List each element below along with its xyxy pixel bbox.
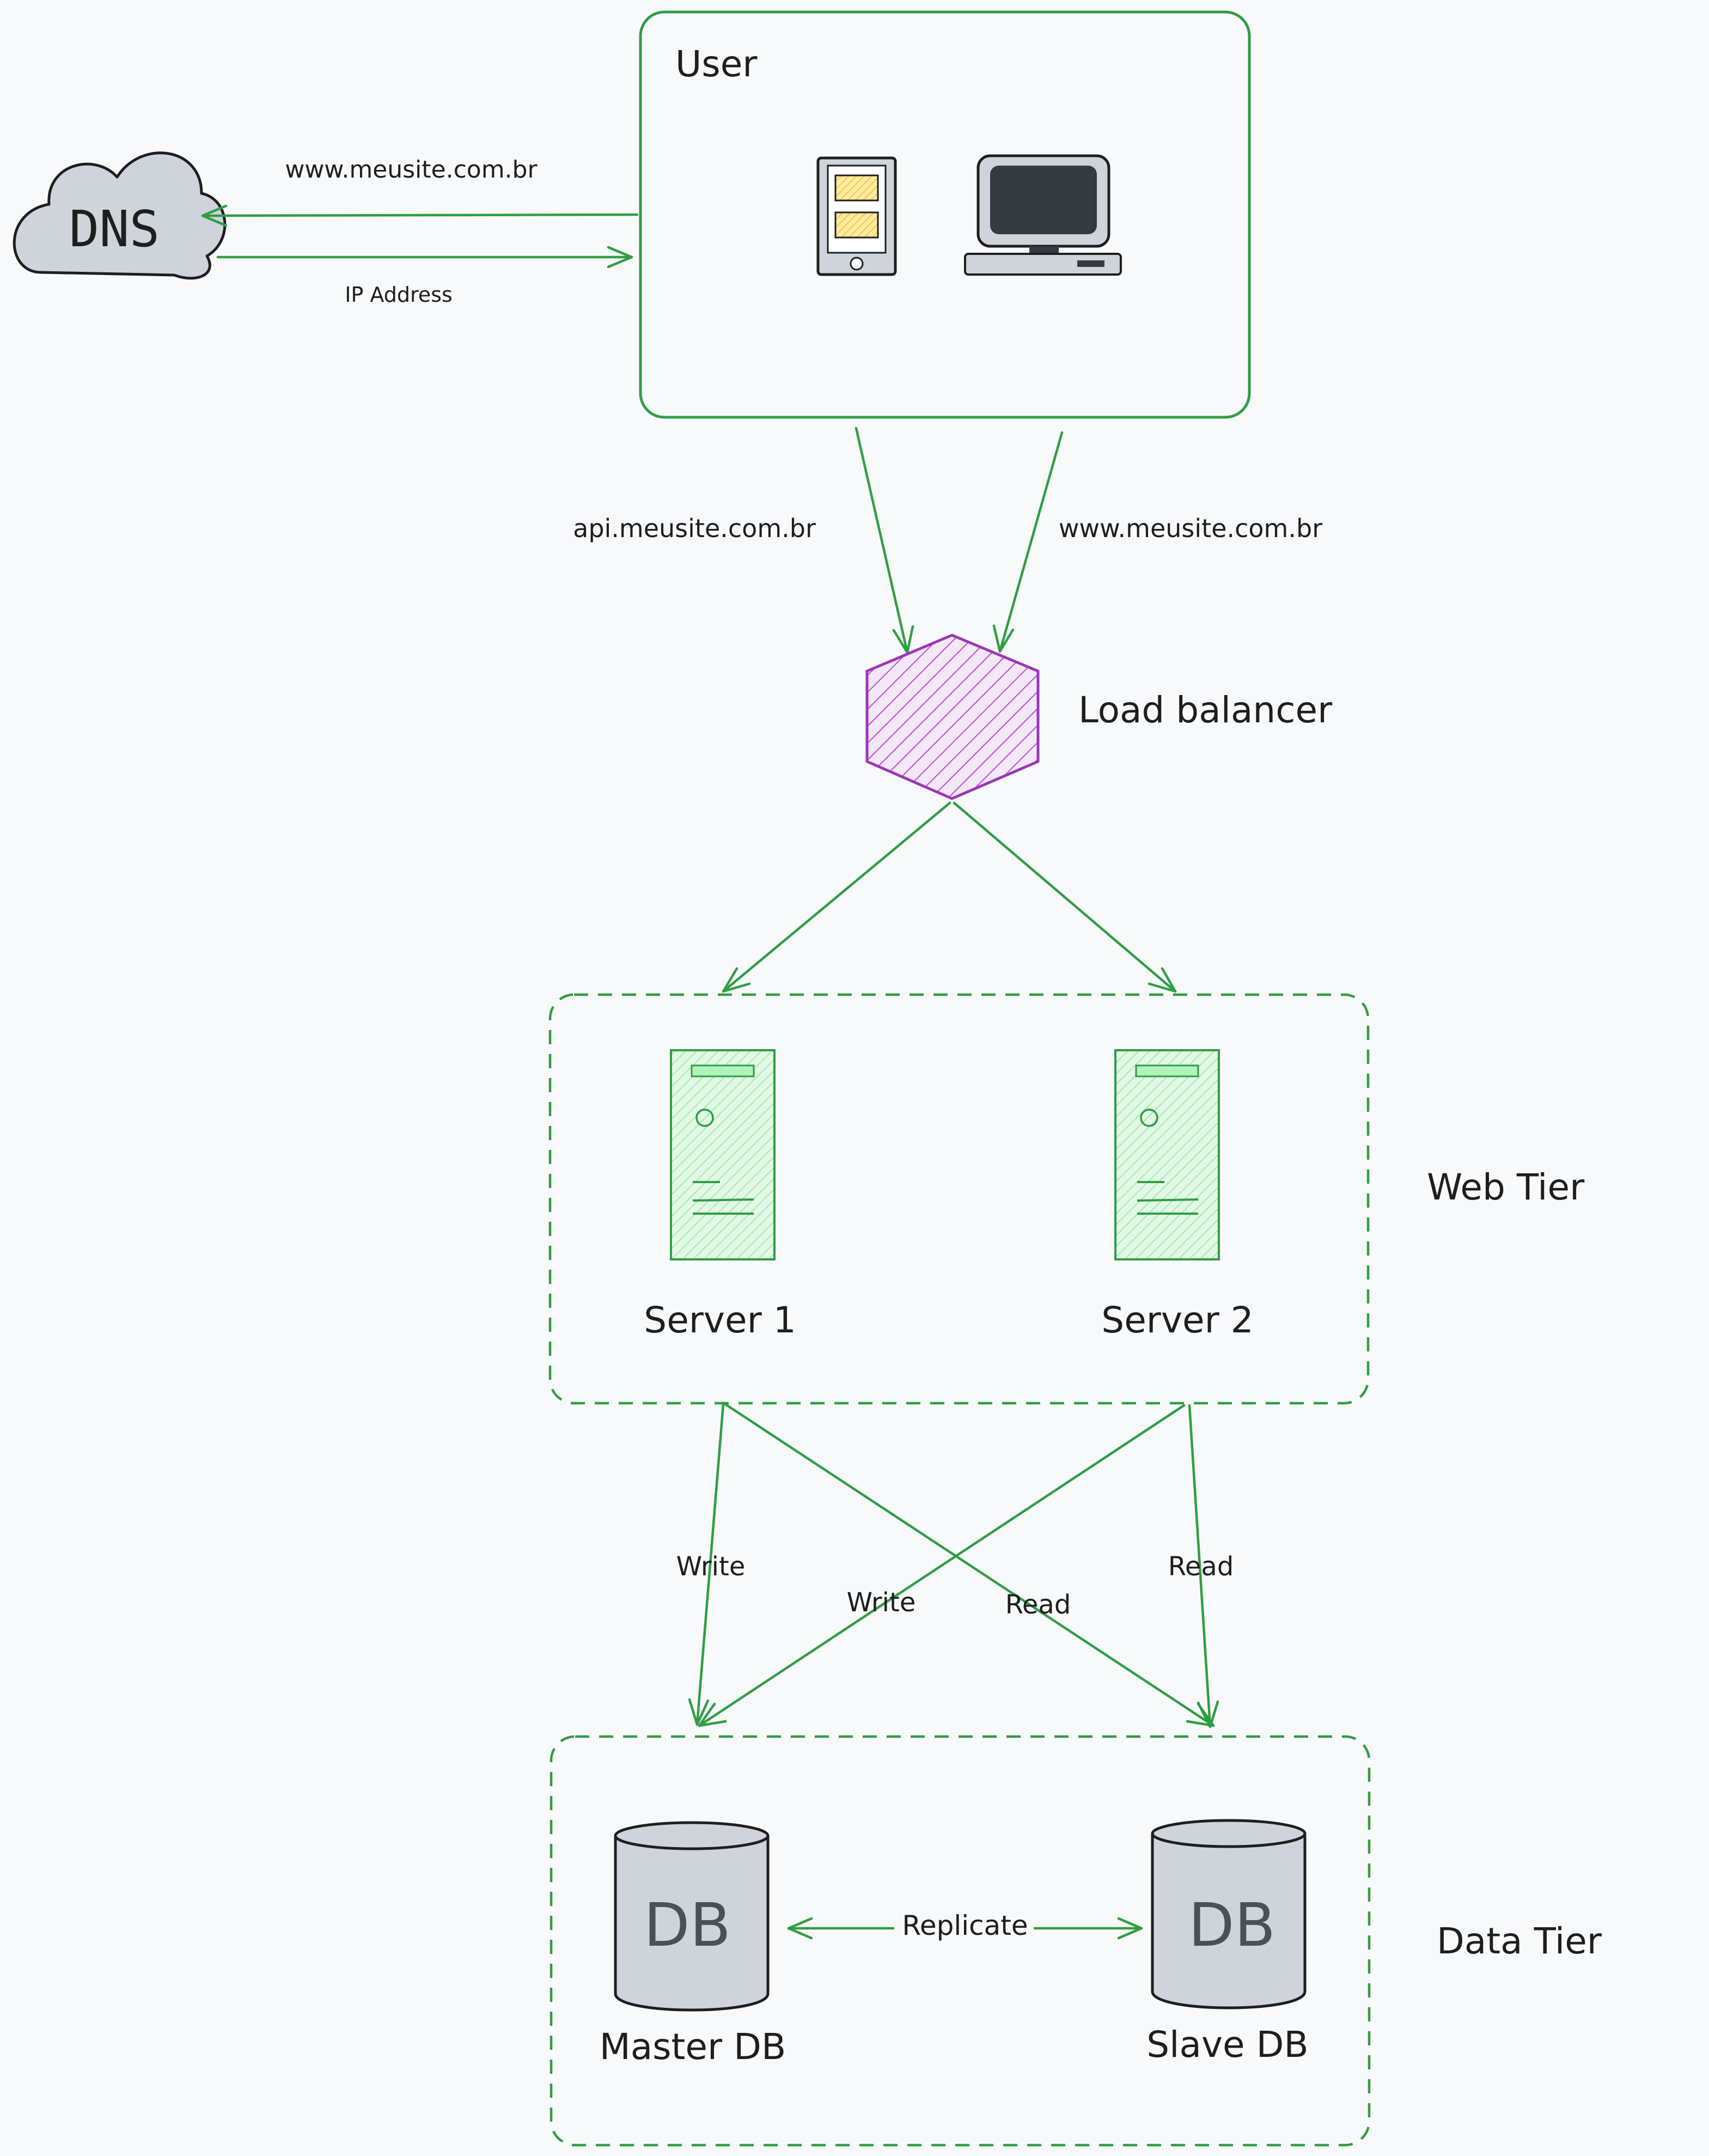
- load-balancer-icon: [865, 634, 1040, 800]
- server-1-label: Server 1: [644, 1299, 796, 1341]
- arrowhead-replicate-master: [787, 1917, 813, 1940]
- arrowhead-user: [607, 246, 633, 269]
- edge-label-dns-response: IP Address: [345, 283, 453, 307]
- master-db-glyph: DB: [644, 1890, 731, 1960]
- arrowhead-server1: [722, 967, 751, 993]
- web-tier-container: [548, 993, 1370, 1405]
- edge-label-dns-request: www.meusite.com.br: [285, 156, 538, 184]
- data-tier-label: Data Tier: [1437, 1920, 1602, 1962]
- edge-label-server1-read: Read: [1005, 1589, 1071, 1620]
- user-label: User: [675, 43, 758, 85]
- arrowhead-web: [992, 624, 1015, 653]
- slave-db-glyph: DB: [1188, 1890, 1275, 1960]
- edge-label-server2-write: Write: [847, 1587, 916, 1618]
- edge-user-to-dns: [201, 213, 639, 217]
- user-container: [639, 10, 1251, 419]
- slave-db-label: Slave DB: [1146, 2024, 1308, 2066]
- server-2-icon: [1114, 1049, 1220, 1260]
- arrowhead-s1-write: [688, 1698, 710, 1726]
- arrowhead-replicate-slave: [1117, 1917, 1143, 1940]
- desktop-computer-icon: [964, 154, 1122, 276]
- arrowhead-server2: [1148, 967, 1177, 993]
- edge-label-server1-write: Write: [676, 1551, 746, 1582]
- dns-label: DNS: [69, 200, 160, 258]
- edge-label-api-request: api.meusite.com.br: [573, 514, 816, 543]
- arrowhead-s2-write: [698, 1702, 727, 1727]
- edge-server1-write: [695, 1403, 725, 1726]
- dns-cloud-icon: [13, 151, 227, 280]
- edge-label-web-request: www.meusite.com.br: [1059, 514, 1322, 543]
- edge-label-replicate: Replicate: [902, 1910, 1028, 1941]
- edge-lb-to-server2: [953, 801, 1177, 993]
- edge-server2-write: [698, 1404, 1186, 1727]
- master-db-label: Master DB: [600, 2026, 786, 2068]
- server-2-label: Server 2: [1101, 1299, 1253, 1341]
- edge-server1-read: [724, 1403, 1215, 1727]
- data-tier-container: [550, 1735, 1371, 2147]
- edge-label-server2-read: Read: [1168, 1551, 1234, 1582]
- load-balancer-label: Load balancer: [1078, 689, 1333, 731]
- mobile-phone-icon: [816, 156, 897, 276]
- arrowhead-s2-read: [1197, 1700, 1219, 1728]
- edge-server2-read: [1188, 1404, 1212, 1728]
- edge-lb-to-server1: [722, 801, 951, 993]
- web-tier-label: Web Tier: [1427, 1166, 1585, 1208]
- arrowhead-dns: [201, 204, 228, 227]
- edge-api-request: [855, 427, 909, 654]
- edge-web-request: [998, 431, 1064, 653]
- server-1-icon: [670, 1049, 776, 1260]
- slave-db-icon: [1151, 1819, 1307, 2009]
- master-db-icon: [614, 1821, 770, 2012]
